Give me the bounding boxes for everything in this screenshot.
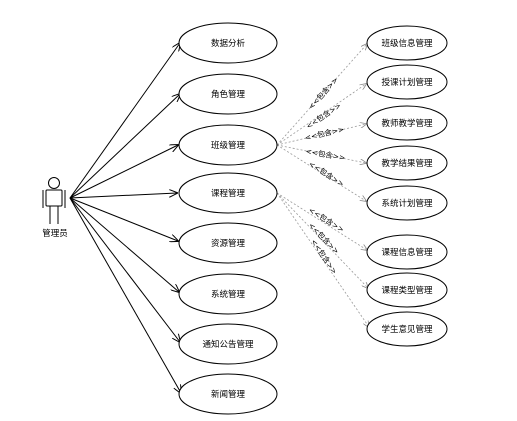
use-case-student-feedback[interactable]: 学生意见管理 <box>366 311 448 347</box>
use-case-lesson-plan[interactable]: 授课计划管理 <box>366 64 448 100</box>
include-lesson-plan <box>276 84 366 146</box>
use-case-course-type[interactable]: 课程类型管理 <box>366 272 448 308</box>
use-case-label: 授课计划管理 <box>381 77 433 88</box>
use-case-label: 学生意见管理 <box>381 324 433 335</box>
use-case-label: 通知公告管理 <box>202 339 254 350</box>
use-case-resource-management[interactable]: 资源管理 <box>178 222 278 264</box>
use-case-label: 班级信息管理 <box>381 38 433 49</box>
include-teach-result <box>276 144 366 163</box>
use-case-label: 新闻管理 <box>211 389 246 400</box>
assoc-class <box>69 145 178 199</box>
use-case-system-management[interactable]: 系统管理 <box>178 273 278 315</box>
assoc-data <box>69 43 180 199</box>
include-sys-plan <box>276 144 366 201</box>
use-case-label: 数据分析 <box>211 38 246 49</box>
use-case-course-management[interactable]: 课程管理 <box>178 172 278 214</box>
assoc-resource <box>69 197 178 241</box>
use-case-label: 课程管理 <box>211 188 246 199</box>
use-case-label: 系统管理 <box>211 289 246 300</box>
use-case-system-plan[interactable]: 系统计划管理 <box>366 185 448 221</box>
use-case-label: 课程类型管理 <box>381 285 433 296</box>
use-case-role-management[interactable]: 角色管理 <box>178 73 278 115</box>
include-student-feedback <box>276 192 369 327</box>
use-case-label: 系统计划管理 <box>381 198 433 209</box>
assoc-role <box>69 94 180 199</box>
include-course-info <box>276 192 367 250</box>
use-case-course-info[interactable]: 课程信息管理 <box>366 234 448 270</box>
assoc-system <box>69 197 179 292</box>
assoc-news <box>69 197 181 393</box>
use-case-label: 教学结果管理 <box>381 158 433 169</box>
use-case-label: 教师教学管理 <box>381 118 433 129</box>
included-use-cases: 班级信息管理 授课计划管理 教师教学管理 教学结果管理 系统计划管理 课程信息管… <box>366 25 448 347</box>
include-course-type <box>276 192 368 288</box>
stereotype-label: <<包含>> <box>307 158 346 188</box>
use-case-notice-management[interactable]: 通知公告管理 <box>178 323 278 365</box>
primary-use-cases: 数据分析 角色管理 班级管理 课程管理 资源管理 系统管理 通知公告管理 新闻 <box>178 22 278 415</box>
stick-figure-icon <box>42 177 66 224</box>
assoc-notice <box>69 197 180 342</box>
use-case-class-management[interactable]: 班级管理 <box>178 124 278 166</box>
include-class-info <box>276 44 367 146</box>
use-case-label: 班级管理 <box>211 140 246 151</box>
use-case-data-analysis[interactable]: 数据分析 <box>178 22 278 64</box>
assoc-course <box>69 193 177 199</box>
use-case-teaching-result[interactable]: 教学结果管理 <box>366 145 448 181</box>
include-labels: <<包含>> <<包含>> <<包含>> <<包含>> <<包含>> <<包含>… <box>304 75 347 276</box>
use-case-teacher-teaching[interactable]: 教师教学管理 <box>366 105 448 141</box>
actor-label: 管理员 <box>42 228 68 239</box>
include-teacher-teach <box>276 124 366 146</box>
use-case-news-management[interactable]: 新闻管理 <box>178 373 278 415</box>
use-case-class-info[interactable]: 班级信息管理 <box>366 25 448 61</box>
use-case-label: 角色管理 <box>211 89 246 100</box>
association-lines <box>69 43 181 393</box>
include-lines <box>276 44 369 327</box>
use-case-label: 资源管理 <box>211 238 246 249</box>
actor-administrator[interactable]: 管理员 <box>42 177 68 240</box>
use-case-label: 课程信息管理 <box>381 247 433 258</box>
